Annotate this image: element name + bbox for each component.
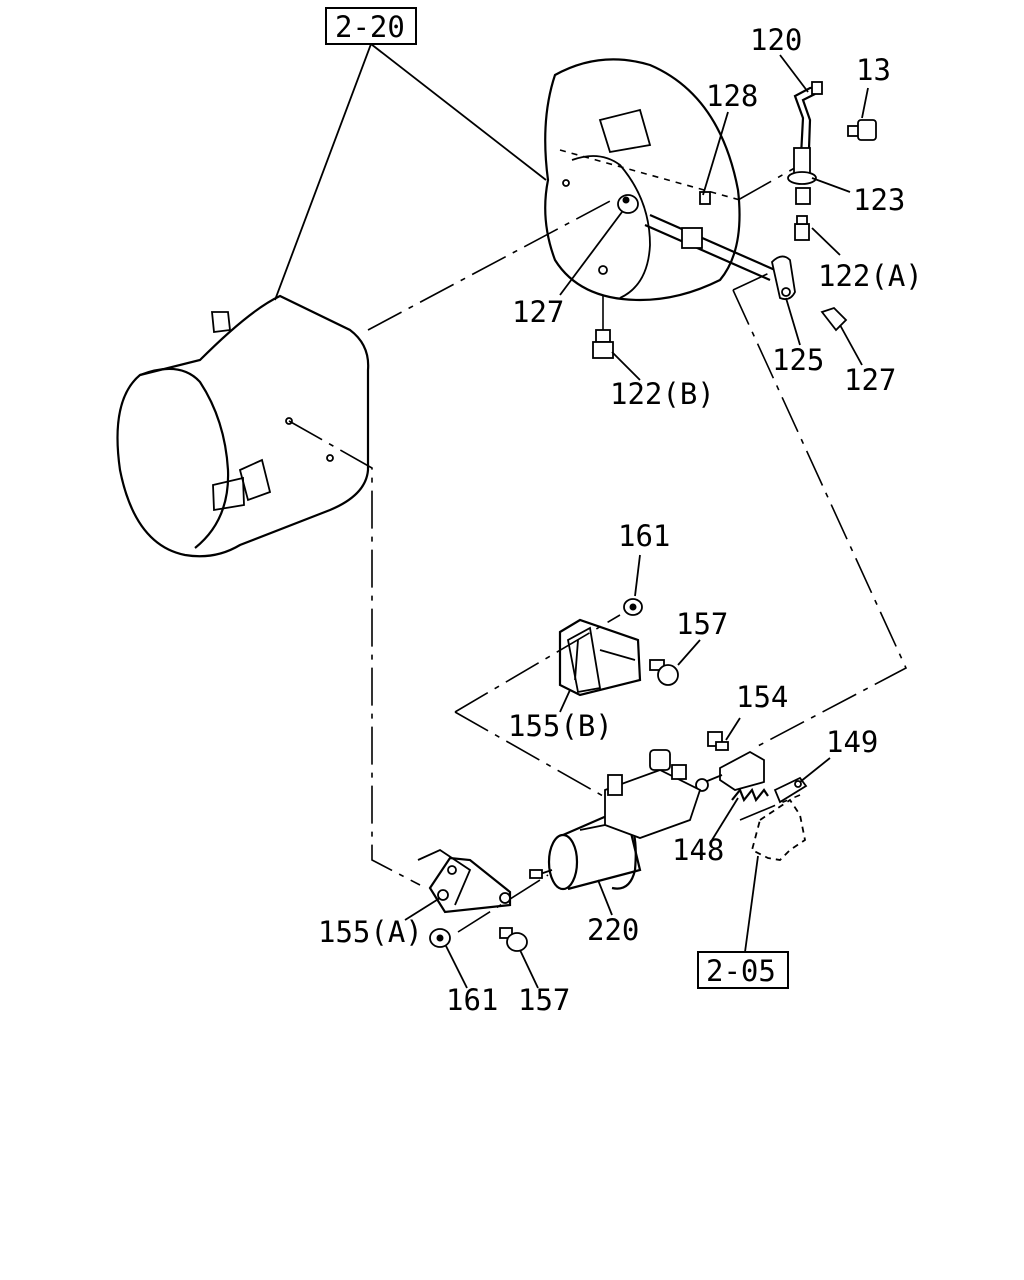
assembly-line-5 — [732, 289, 908, 748]
plate-149 — [773, 776, 808, 804]
label-157-upper: 157 — [676, 607, 728, 641]
assembly-line-3 — [737, 164, 801, 201]
fitting-122b — [592, 329, 614, 359]
fitting-122a — [794, 215, 810, 241]
assembly-line-1 — [367, 199, 613, 331]
union-123 — [787, 147, 817, 205]
ref-leader-right — [370, 43, 547, 181]
ref-box-bottom[interactable]: 2-05 — [697, 951, 789, 989]
spring-148 — [731, 787, 769, 803]
flywheel-housing — [544, 58, 741, 302]
ref-box-top[interactable]: 2-20 — [325, 7, 417, 45]
label-155a: 155(A) — [318, 915, 423, 949]
label-13: 13 — [856, 53, 891, 87]
label-149: 149 — [826, 725, 878, 759]
assembly-line-10 — [739, 794, 801, 821]
label-127-right: 127 — [844, 363, 896, 397]
assembly-line-6 — [454, 614, 621, 713]
assembly-line-2 — [288, 420, 421, 886]
bracket-2-05 — [750, 798, 807, 861]
assembly-line-7 — [454, 711, 611, 801]
bleeder-127-upper — [617, 194, 639, 214]
nut-161-lower — [429, 928, 451, 948]
label-128: 128 — [706, 79, 758, 113]
label-161-lower: 161 — [446, 983, 498, 1017]
assembly-line-9 — [457, 874, 549, 933]
label-122b: 122(B) — [610, 377, 715, 411]
bleeder-127-right — [820, 306, 848, 332]
ref-leader-bottom — [744, 855, 759, 953]
clip-128 — [699, 191, 711, 205]
bolt-13 — [847, 119, 877, 141]
bracket-155a — [417, 848, 512, 914]
clevis — [695, 750, 765, 792]
label-122a: 122(A) — [818, 259, 923, 293]
bolt-157-upper — [649, 659, 679, 686]
label-148: 148 — [672, 833, 724, 867]
assembly-line-4 — [732, 267, 781, 291]
label-123: 123 — [853, 183, 905, 217]
label-161-upper: 161 — [618, 519, 670, 553]
release-shaft — [649, 213, 776, 272]
label-127-upper: 127 — [512, 295, 564, 329]
label-157-lower: 157 — [518, 983, 570, 1017]
label-220: 220 — [587, 913, 639, 947]
ref-label-bottom: 2-05 — [706, 954, 776, 988]
label-120: 120 — [750, 23, 802, 57]
bolt-157-lower — [499, 927, 528, 952]
label-154: 154 — [736, 680, 788, 714]
clutch-booster-220 — [529, 749, 702, 891]
ref-leader-left — [274, 43, 372, 301]
lever-125 — [771, 255, 796, 301]
label-125: 125 — [772, 343, 824, 377]
transmission-housing — [116, 294, 370, 558]
pin-154 — [707, 731, 729, 751]
label-155b: 155(B) — [508, 709, 613, 743]
bracket-155b — [558, 618, 642, 697]
ref-label-top: 2-20 — [335, 10, 405, 44]
washer-161-upper — [623, 598, 643, 616]
